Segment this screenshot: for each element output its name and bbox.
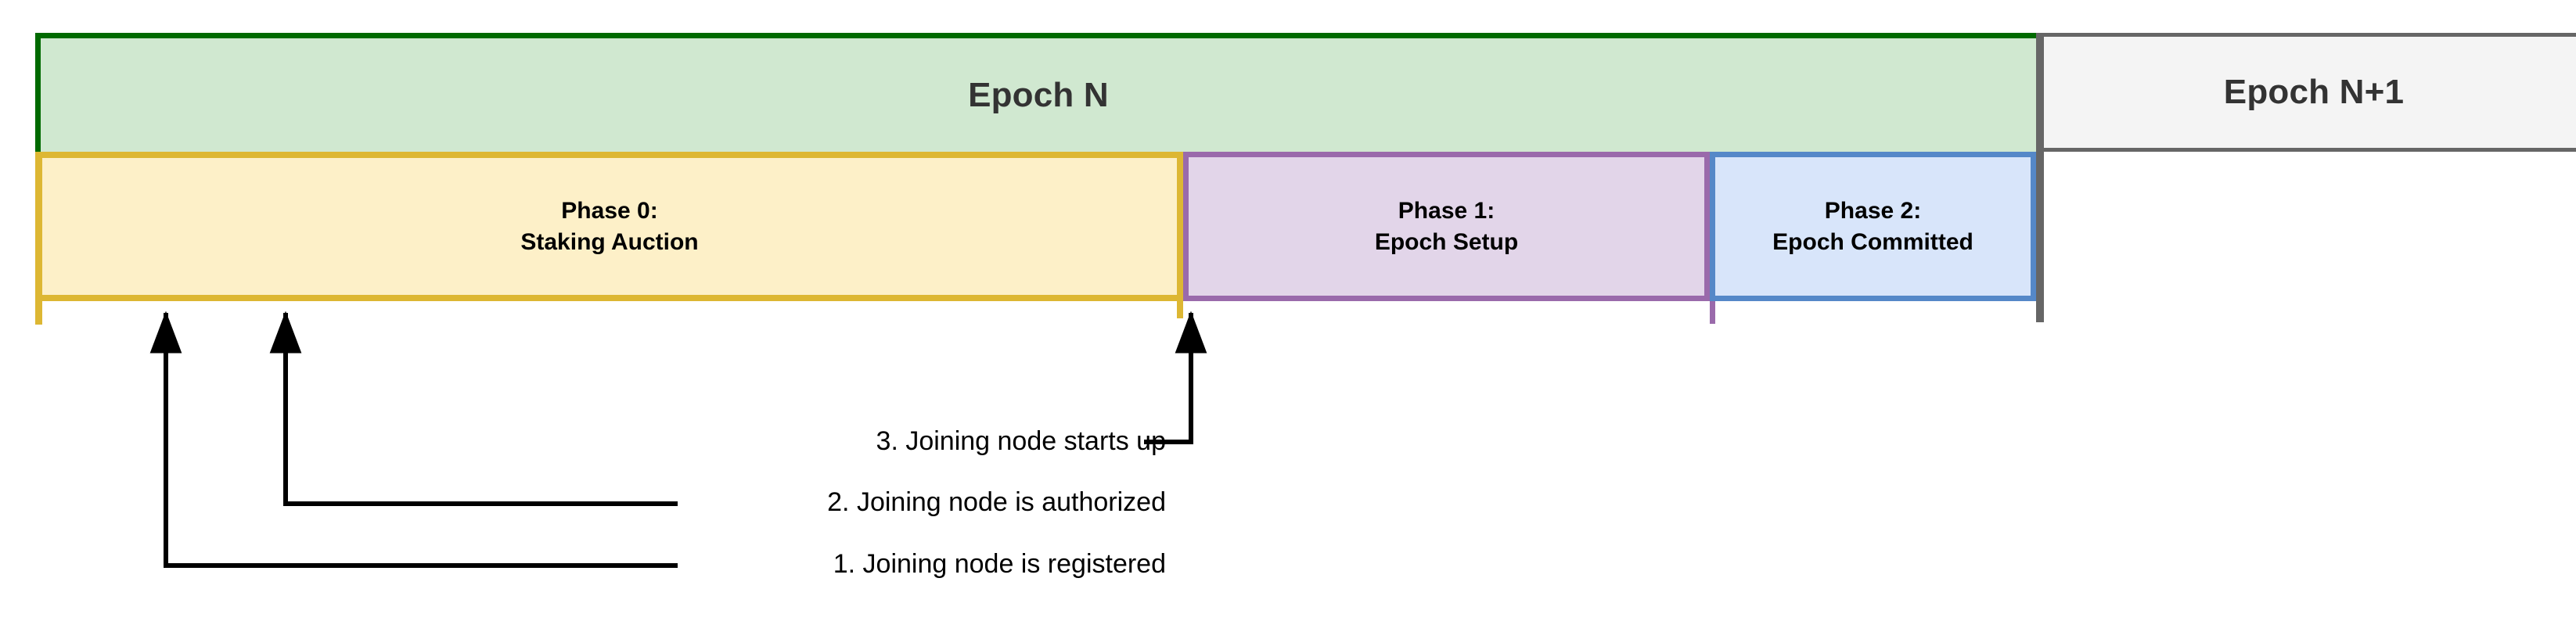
callout-3-connector xyxy=(1144,311,1207,444)
epoch-n1-box: Epoch N+1 xyxy=(2044,33,2576,152)
phase-2-title: Phase 2: xyxy=(1824,197,1922,224)
epoch-n1-label: Epoch N+1 xyxy=(2223,73,2405,111)
epoch-boundary-divider xyxy=(2036,33,2044,322)
phase-0-end-tick xyxy=(1177,301,1183,318)
callout-1-connector xyxy=(149,311,678,568)
phase-1-title: Phase 1: xyxy=(1398,197,1495,224)
phase-2-subtitle: Epoch Committed xyxy=(1772,228,1973,255)
epoch-n-label: Epoch N xyxy=(968,75,1109,114)
phase-1-subtitle: Epoch Setup xyxy=(1374,228,1519,255)
phase-1-end-tick xyxy=(1710,301,1715,324)
phase-0-box: Phase 0: Staking Auction xyxy=(35,152,1183,301)
phase-0-title: Phase 0: xyxy=(561,197,658,224)
callout-1-label: 1. Joining node is registered xyxy=(833,549,1166,579)
epoch-n-box: Epoch N xyxy=(35,33,2036,152)
phase-2-box: Phase 2: Epoch Committed xyxy=(1710,152,2036,301)
callout-2-connector xyxy=(269,311,678,506)
callout-3-label: 3. Joining node starts up xyxy=(876,426,1166,456)
epoch-start-tick xyxy=(35,301,42,325)
phase-0-subtitle: Staking Auction xyxy=(520,228,699,255)
callout-2-label: 2. Joining node is authorized xyxy=(827,487,1166,517)
phase-1-box: Phase 1: Epoch Setup xyxy=(1183,152,1710,301)
